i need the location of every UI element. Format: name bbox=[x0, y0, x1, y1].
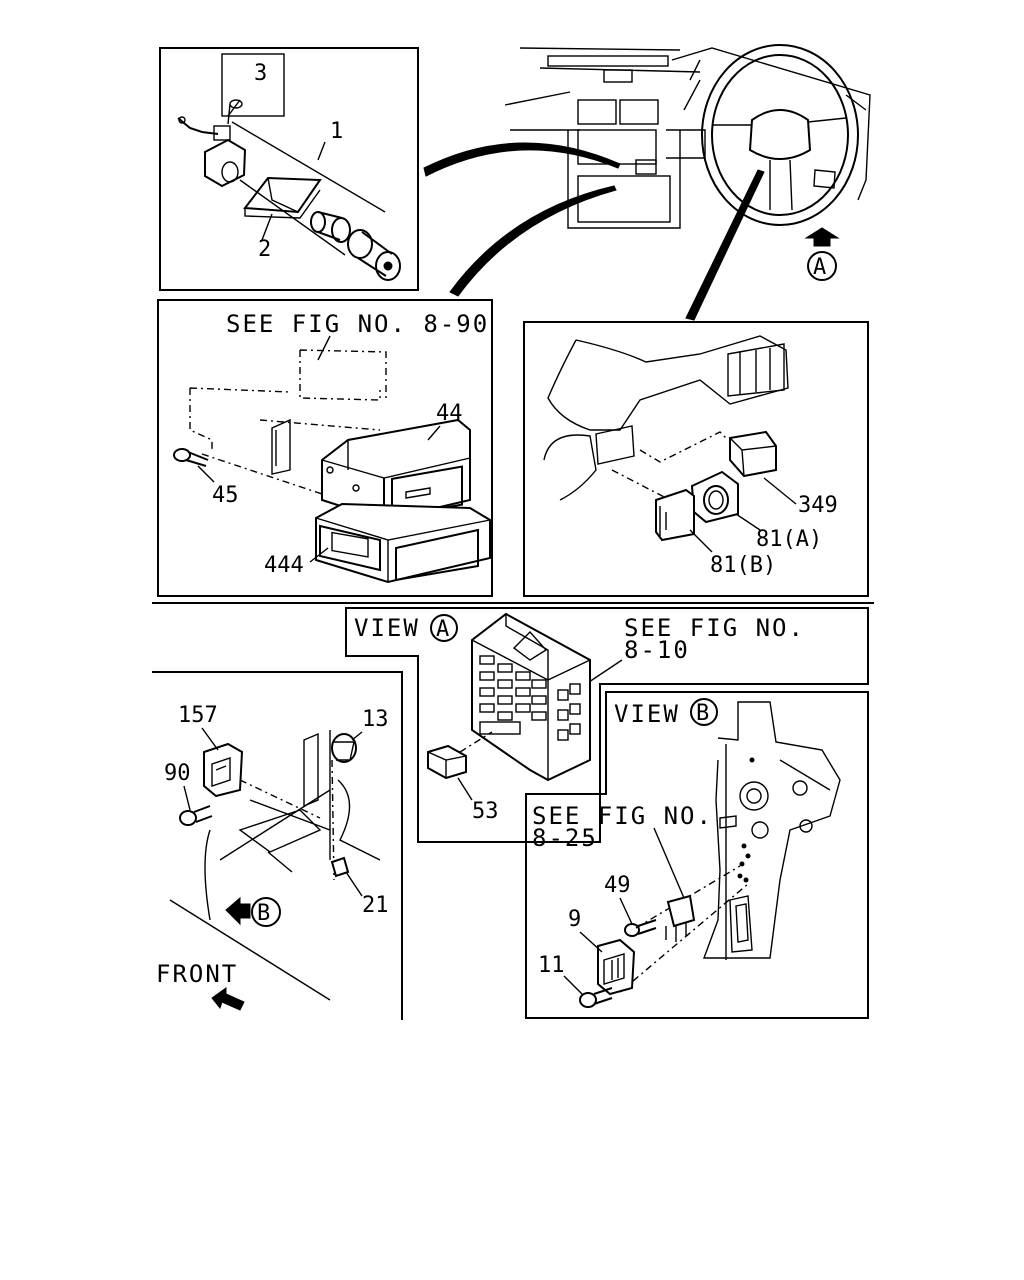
see-fig-8-25-line2: 8-25 bbox=[532, 824, 598, 852]
module-157-icon bbox=[203, 742, 244, 798]
part-label-13: 13 bbox=[362, 707, 389, 732]
steering-wheel-icon bbox=[701, 44, 859, 226]
panel-view-a: VIEW A SEE FIG NO. 8-10 bbox=[345, 607, 869, 843]
view-marker-a: A bbox=[813, 255, 826, 280]
panel-view-b: VIEW B SEE FIG NO. 8-25 bbox=[525, 691, 869, 1019]
switch-349-icon bbox=[729, 430, 777, 478]
front-label: FRONT bbox=[156, 960, 238, 988]
body-panel-icon bbox=[702, 701, 841, 960]
panel-pocket-tray: SEE FIG NO. 8-90 45 44 bbox=[157, 299, 493, 597]
fuse-box-icon bbox=[471, 612, 591, 782]
view-marker-b: B bbox=[257, 901, 270, 926]
part-label-11: 11 bbox=[538, 953, 565, 978]
screw-49-icon bbox=[624, 919, 657, 937]
part-label-90: 90 bbox=[164, 761, 191, 786]
view-a-arrow-icon bbox=[804, 227, 840, 247]
knob-13-icon bbox=[331, 733, 357, 763]
view-b-arrow-icon bbox=[225, 896, 251, 926]
tray-444-icon bbox=[315, 502, 491, 584]
part-label-444: 444 bbox=[264, 553, 304, 578]
module-9-icon bbox=[597, 938, 636, 996]
part-label-21: 21 bbox=[362, 893, 389, 918]
part-label-3: 3 bbox=[254, 61, 267, 86]
view-a-label: VIEW bbox=[354, 614, 420, 642]
view-b-label: VIEW bbox=[614, 700, 680, 728]
part-label-349: 349 bbox=[798, 493, 838, 518]
see-fig-8-25-line1: SEE FIG NO. bbox=[532, 802, 713, 830]
clip-21-icon bbox=[330, 856, 350, 878]
pocket-44-icon bbox=[321, 418, 471, 522]
panel-switch: 349 81(A) 81(B) bbox=[523, 321, 869, 597]
panel-cigar-lighter: 3 1 2 bbox=[159, 47, 419, 291]
see-fig-8-90: SEE FIG NO. 8-90 bbox=[226, 310, 489, 338]
dashboard-overview: A bbox=[423, 44, 871, 321]
part-label-45: 45 bbox=[212, 483, 239, 508]
front-arrow-icon bbox=[211, 987, 245, 1011]
part-label-157: 157 bbox=[178, 703, 218, 728]
panel-footwell: 157 90 13 21 B FRONT bbox=[152, 671, 403, 1020]
relay-49-icon bbox=[665, 894, 696, 942]
part-label-53: 53 bbox=[472, 799, 499, 824]
part-label-49: 49 bbox=[604, 873, 631, 898]
view-a-marker: A bbox=[436, 617, 449, 642]
bezel-81a-icon bbox=[690, 470, 739, 524]
lighter-element-icon bbox=[310, 211, 401, 281]
cover-81b-icon bbox=[655, 488, 695, 542]
lighter-socket-icon bbox=[204, 99, 247, 188]
part-label-81a: 81(A) bbox=[756, 527, 822, 552]
screw-90-icon bbox=[179, 805, 213, 826]
part-label-81b: 81(B) bbox=[710, 553, 776, 578]
see-fig-8-10-line2: 8-10 bbox=[624, 636, 690, 664]
relay-53-icon bbox=[427, 744, 467, 780]
part-label-9: 9 bbox=[568, 907, 581, 932]
bracket-icon bbox=[243, 176, 322, 219]
view-b-marker: B bbox=[696, 701, 709, 726]
screw-icon bbox=[173, 448, 209, 467]
screw-11-icon bbox=[579, 987, 613, 1008]
part-label-1: 1 bbox=[330, 119, 343, 144]
part-label-2: 2 bbox=[258, 237, 271, 262]
see-fig-8-10-line1: SEE FIG NO. bbox=[624, 614, 805, 642]
part-label-44: 44 bbox=[436, 401, 463, 426]
